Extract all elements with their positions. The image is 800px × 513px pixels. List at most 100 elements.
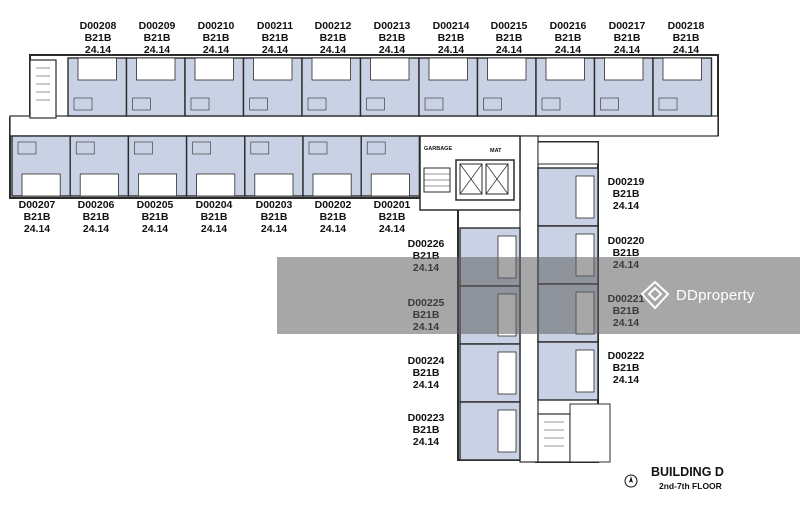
unit-type: B21B (260, 211, 288, 223)
unit-type: B21B (612, 188, 640, 200)
unit-type: B21B (141, 211, 169, 223)
unit-area: 24.14 (319, 44, 347, 56)
unit-type: B21B (143, 32, 171, 44)
unit-area: 24.14 (378, 223, 406, 235)
unit-id: D00206 (77, 199, 115, 211)
fixture (73, 97, 93, 111)
fixture (366, 97, 385, 111)
unit-type: B21B (613, 32, 641, 44)
fixture (190, 97, 210, 111)
unit-type: B21B (378, 32, 406, 44)
bathroom (604, 57, 644, 81)
unit-id: D00224 (407, 355, 445, 367)
bathroom (370, 57, 410, 81)
unit-type: B21B (412, 367, 440, 379)
unit-type: B21B (319, 211, 347, 223)
unit-id: D00217 (608, 20, 646, 32)
bathroom (428, 57, 468, 81)
bathroom (136, 57, 176, 81)
unit-id: D00211 (256, 20, 294, 32)
fixture (658, 97, 678, 111)
unit-area: 24.14 (437, 44, 465, 56)
unit-id: D00226 (407, 238, 445, 250)
ddproperty-logo-icon (640, 280, 670, 310)
unit-type: B21B (672, 32, 700, 44)
unit-id: D00222 (607, 350, 645, 362)
floor-subtitle: 2nd-7th FLOOR (659, 481, 722, 491)
unit-id: D00218 (667, 20, 705, 32)
bathroom (312, 173, 352, 197)
unit-id: D00201 (373, 199, 411, 211)
unit-id: D00223 (407, 412, 445, 424)
unit-area: 24.14 (84, 44, 112, 56)
unit-type: B21B (378, 211, 406, 223)
fixture (308, 141, 328, 155)
unit-area: 24.14 (319, 223, 347, 235)
unit-area: 24.14 (378, 44, 406, 56)
unit-type: B21B (612, 362, 640, 374)
fixture (192, 141, 211, 155)
unit-area: 24.14 (612, 374, 640, 386)
fixture (541, 97, 561, 111)
unit-id: D00210 (197, 20, 235, 32)
unit-id: D00214 (432, 20, 470, 32)
unit-type: B21B (261, 32, 289, 44)
bathroom (254, 173, 294, 197)
bathroom (545, 57, 585, 81)
bathroom (137, 173, 177, 197)
unit-area: 24.14 (23, 223, 51, 235)
unit-type: B21B (84, 32, 112, 44)
units-top-row (67, 57, 713, 117)
fixture (483, 97, 502, 111)
unit-area: 24.14 (141, 223, 169, 235)
unit-area: 24.14 (495, 44, 523, 56)
bathroom (575, 349, 595, 393)
unit-area: 24.14 (412, 379, 440, 391)
bathroom (79, 173, 119, 197)
fixture (132, 97, 151, 111)
fixture (75, 141, 95, 155)
room-label-mat: MAT (490, 148, 502, 154)
unit-type: B21B (202, 32, 230, 44)
bathroom (196, 173, 236, 197)
unit-id: D00205 (136, 199, 174, 211)
unit-type: B21B (82, 211, 110, 223)
unit-id: D00219 (607, 176, 645, 188)
unit-area: 24.14 (202, 44, 230, 56)
bathroom (311, 57, 351, 81)
unit-area: 24.14 (672, 44, 700, 56)
unit-type: B21B (437, 32, 465, 44)
building-title: BUILDING D (651, 465, 724, 479)
unit-area: 24.14 (143, 44, 171, 56)
bathroom (575, 175, 595, 219)
unit-area: 24.14 (412, 436, 440, 448)
bathroom (253, 57, 293, 81)
unit-type: B21B (412, 424, 440, 436)
fixture (250, 141, 270, 155)
fixture (134, 141, 153, 155)
watermark-text: DDproperty (676, 286, 755, 304)
unit-id: D00207 (18, 199, 56, 211)
unit-type: B21B (200, 211, 228, 223)
fixture (249, 97, 268, 111)
bathroom (487, 57, 527, 81)
unit-id: D00213 (373, 20, 411, 32)
fixture (17, 141, 37, 155)
unit-type: B21B (23, 211, 51, 223)
